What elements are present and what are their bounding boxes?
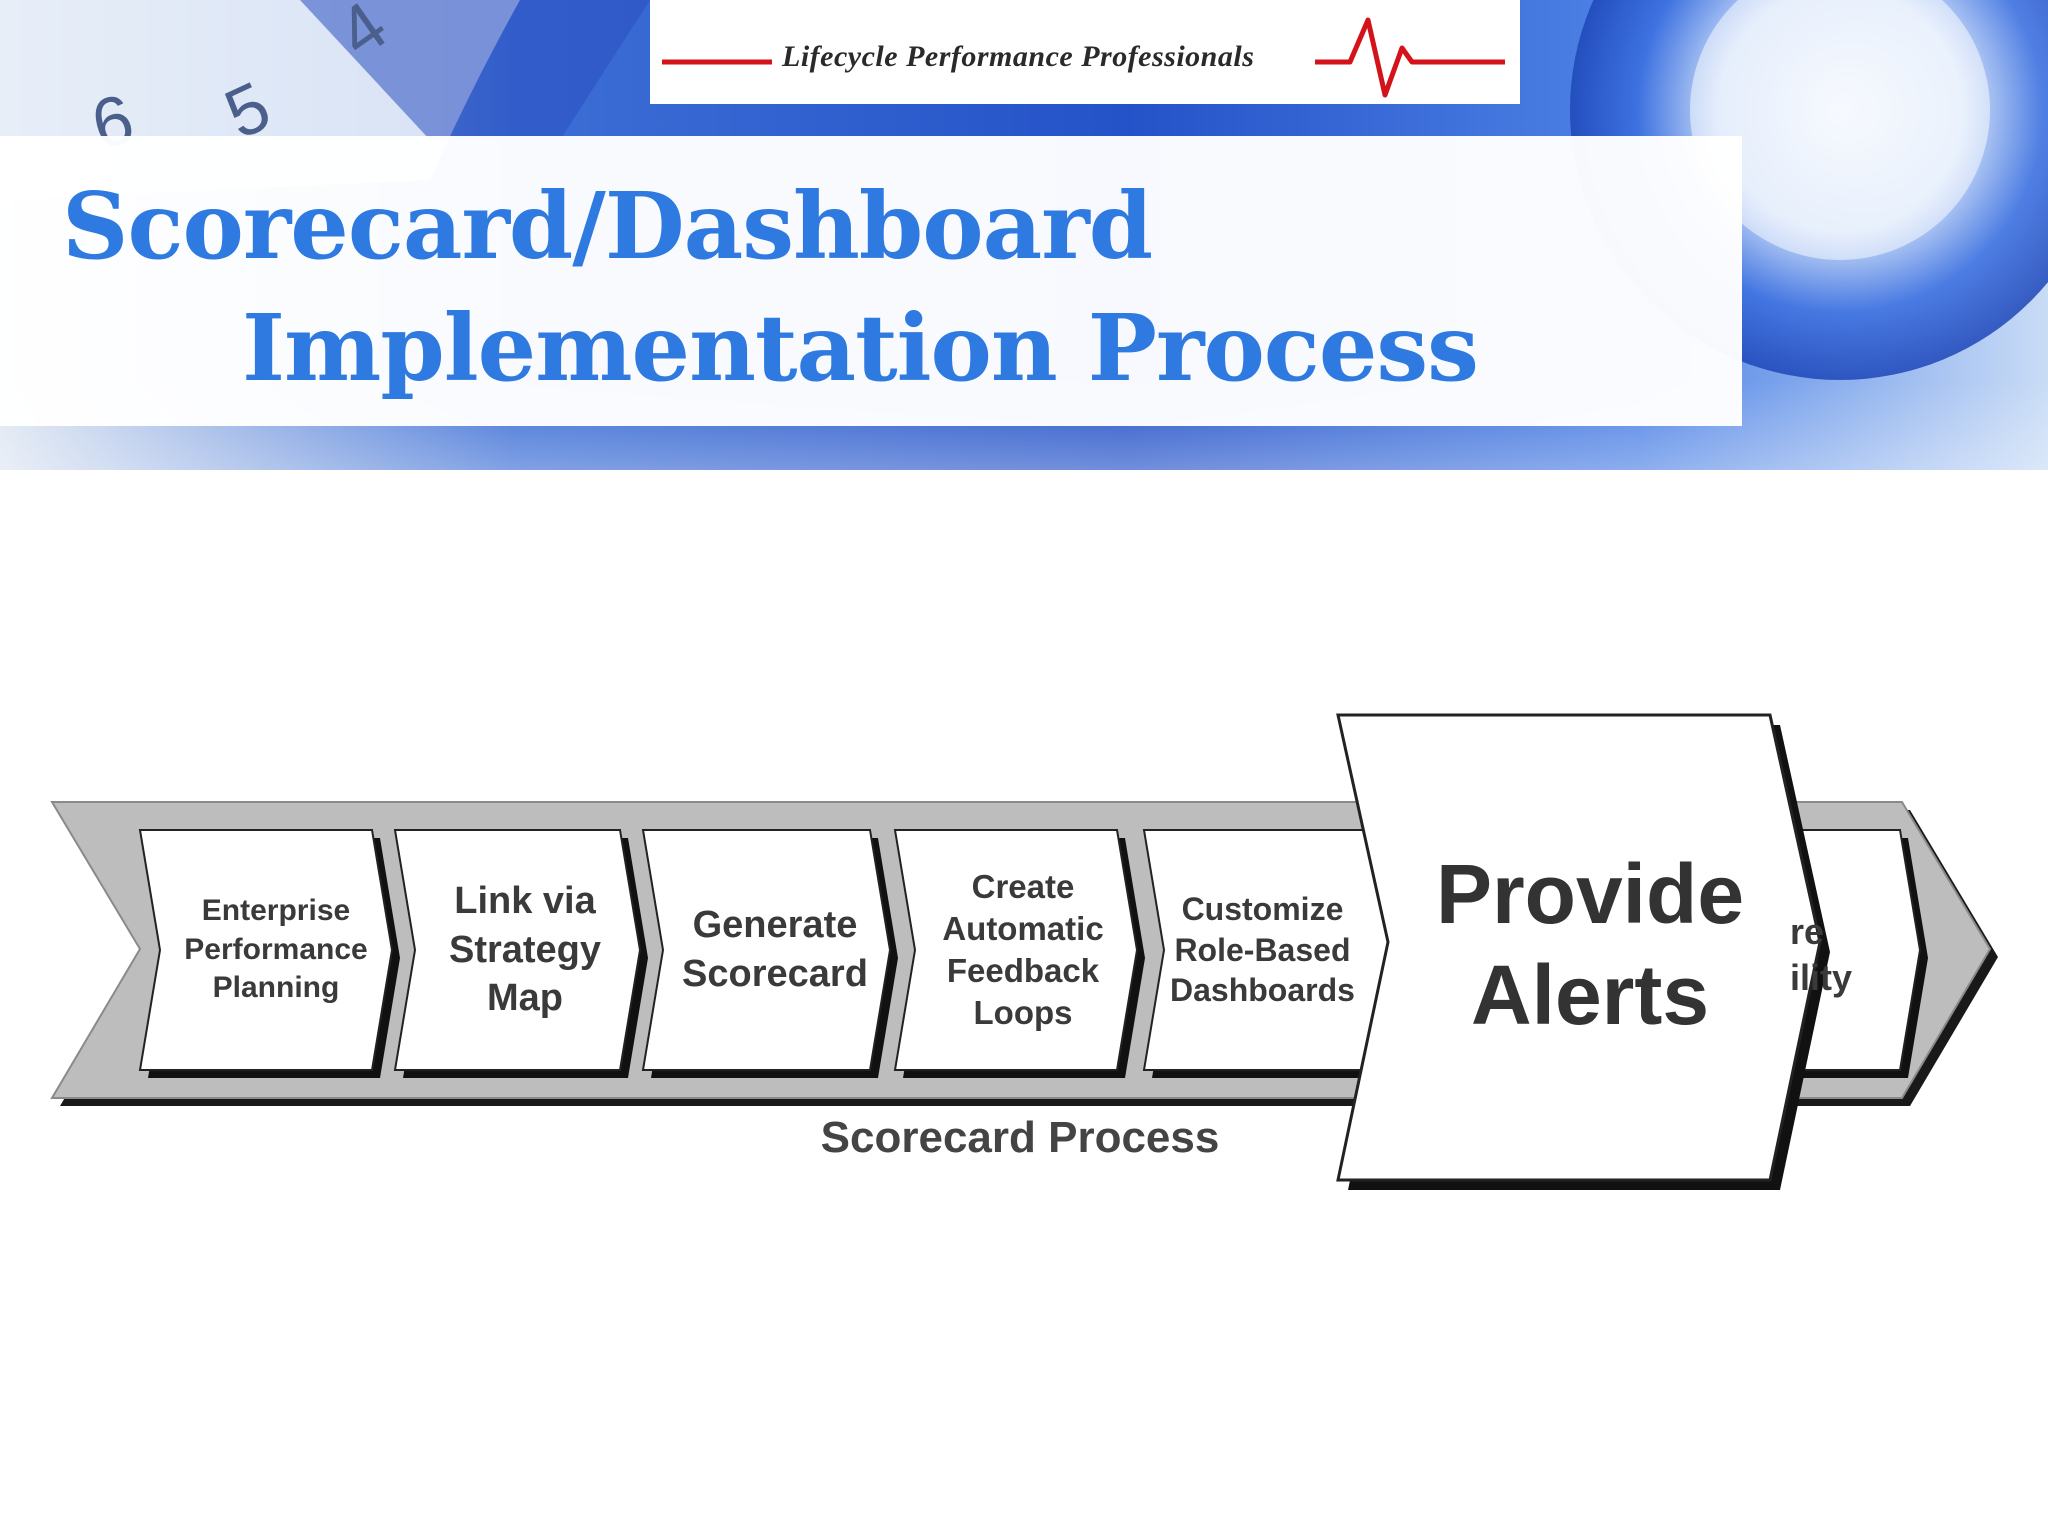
highlighted-step-chevron xyxy=(1336,713,1830,1190)
step-1-label: Enterprise Performance Planning xyxy=(184,894,368,1005)
page-title-line-2: Implementation Process xyxy=(242,294,1479,402)
step-2-label: Link via Strategy Map xyxy=(448,880,602,1020)
heartbeat-line-icon xyxy=(662,17,1505,98)
step-chevron-2 xyxy=(393,829,648,1078)
company-logo: Lifecycle Performance Professionals xyxy=(650,0,1520,104)
step-chevron-4 xyxy=(893,829,1145,1078)
step-4-label: Create Automatic Feedback Loops xyxy=(942,867,1104,1032)
step-3-label: Generate Scorecard xyxy=(682,904,868,995)
title-panel: Scorecard/Dashboard Implementation Proce… xyxy=(0,136,1742,426)
logo-text: Lifecycle Performance Professionals xyxy=(782,40,1255,73)
step-chevron-1 xyxy=(138,829,400,1078)
step-5-label: Customize Role-Based Dashboards xyxy=(1170,890,1355,1009)
step-chevron-3 xyxy=(641,829,898,1078)
step-chevron-5 xyxy=(1142,829,1410,1078)
partial-step-label: re ility xyxy=(1790,910,1853,998)
highlighted-step-label: Provide Alerts xyxy=(1435,847,1745,1042)
process-label: Scorecard Process xyxy=(820,1113,1220,1162)
page-title-line-1: Scorecard/Dashboard xyxy=(62,172,1153,280)
